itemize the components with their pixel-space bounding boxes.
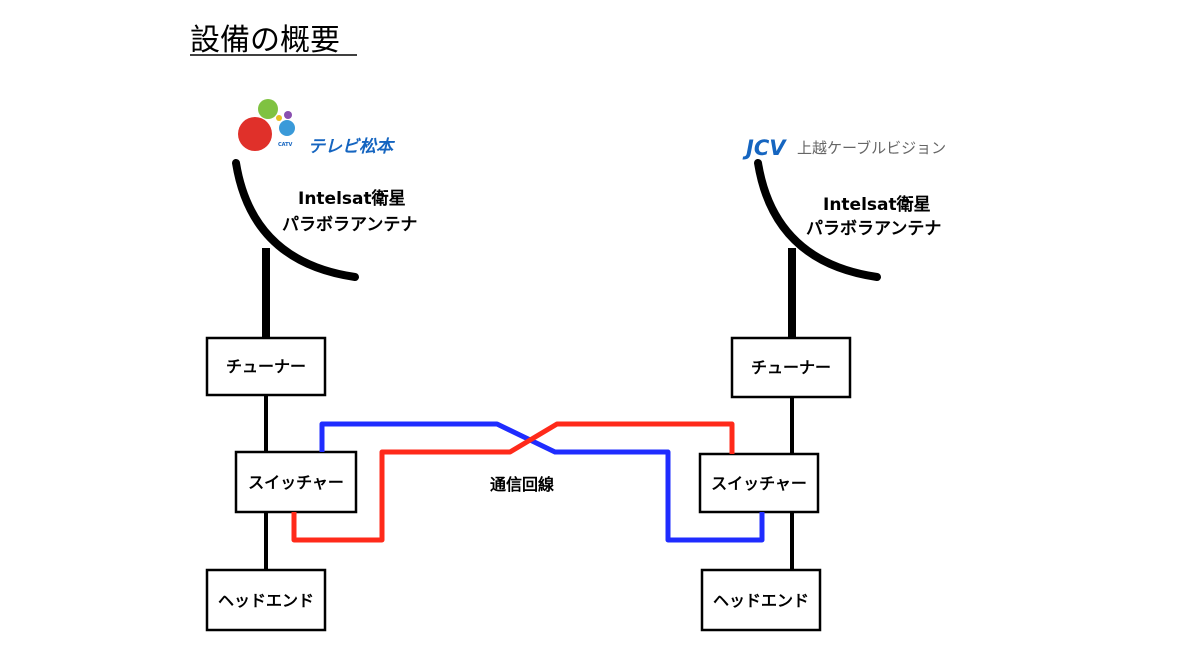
right-headend-label: ヘッドエンド — [713, 591, 809, 610]
right-tuner-label: チューナー — [751, 358, 831, 377]
logo-ball-blue — [279, 120, 295, 136]
left-antenna-label-1: Intelsat衛星 — [298, 188, 406, 209]
logo-ball-green — [258, 99, 278, 119]
right-headend-box — [700, 568, 822, 632]
left-headend-box — [205, 568, 327, 632]
right-logo-brand: JCV — [742, 136, 787, 160]
left-dish — [232, 159, 359, 281]
right-switcher-box — [698, 452, 820, 514]
right-dish — [754, 159, 881, 281]
left-station-logo: CATV テレビ松本 — [238, 99, 396, 157]
logo-ball-yellow — [276, 115, 282, 121]
right-antenna-label-2: パラボラアンテナ — [806, 219, 941, 239]
right-tuner-box — [730, 336, 852, 399]
right-switcher-label: スイッチャー — [711, 474, 807, 493]
link-label: 通信回線 — [490, 475, 554, 494]
right-station-logo: JCV 上越ケーブルビジョン — [742, 136, 946, 160]
logo-ball-red — [238, 117, 272, 151]
logo-ball-purple — [284, 111, 292, 119]
left-headend-label: ヘッドエンド — [218, 591, 314, 610]
left-logo-small: CATV — [278, 142, 293, 148]
right-logo-text: 上越ケーブルビジョン — [797, 139, 946, 157]
left-tuner-label: チューナー — [226, 357, 306, 376]
left-antenna-label-2: パラボラアンテナ — [282, 215, 417, 235]
page-title: 設備の概要 — [190, 23, 340, 58]
blue-link-line — [319, 421, 765, 543]
red-link-line — [291, 421, 735, 543]
left-logo-text: テレビ松本 — [308, 137, 396, 157]
left-tuner-box — [205, 336, 327, 397]
right-antenna-label-1: Intelsat衛星 — [823, 194, 931, 215]
left-switcher-label: スイッチャー — [248, 473, 344, 492]
